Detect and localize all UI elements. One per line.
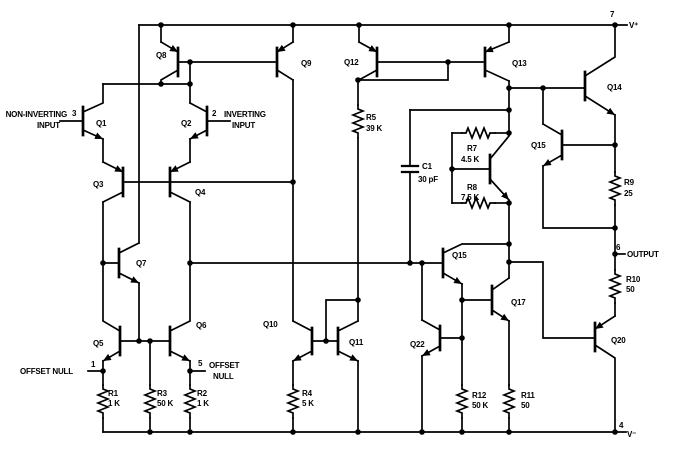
transistor-q4: Q4 [168,160,206,204]
q15-gain-stage-label: Q15 [452,251,467,260]
noninverting-input-label-line2: INPUT [37,121,60,130]
transistor-q11: Q11 [336,319,364,363]
r8-name: R8 [467,183,478,192]
transistor-q15-current-limit: Q15 [531,122,564,168]
transistor-q15-gain-stage: Q15 [441,243,510,286]
r5-value: 39 K [366,124,383,133]
r3-value: 50 K [157,399,174,408]
pin-5: 5 [198,359,203,368]
transistor-q8: Q8 [156,24,180,85]
r1-value: 1 K [108,399,120,408]
transistor-q5: Q5 [93,319,122,363]
q10-label: Q10 [263,320,278,329]
output-label: OUTPUT [627,250,659,259]
pin-6: 6 [616,243,621,252]
r12-value: 50 K [472,401,489,410]
q17-label: Q17 [511,298,526,307]
q13-label: Q13 [512,59,527,68]
q9-label: Q9 [301,59,312,68]
r11-name: R11 [521,391,535,400]
r3-name: R3 [157,389,168,398]
r2-value: 1 K [197,399,209,408]
resistor-r1: R1 1 K [97,384,120,419]
q2-label: Q2 [181,119,192,128]
transistor-q17: Q17 [490,276,526,323]
q6-label: Q6 [196,321,207,330]
resistor-r11: R11 50 [503,384,536,419]
r12-name: R12 [472,391,487,400]
r4-value: 5 K [302,399,314,408]
resistor-r5: R5 39 K [352,104,383,139]
pin-labels: NON-INVERTING INPUT 3 2 INVERTING INPUT … [6,10,660,439]
offset-null-5-label-line2: NULL [213,372,234,381]
pin-1: 1 [91,360,96,369]
resistor-r10: R10 50 [609,269,641,304]
r8-value: 7.5 K [461,193,480,202]
pin-4: 4 [619,421,624,430]
junction-dots [100,22,618,435]
r1-name: R1 [108,389,119,398]
transistor-q2: Q2 [181,101,209,163]
resistor-r4: R4 5 K [287,384,314,419]
c1-name: C1 [422,162,433,171]
vminus-label: V⁻ [627,430,636,439]
pin-3: 3 [72,109,77,118]
q11-label: Q11 [349,338,364,347]
transistor-q6: Q6 [168,319,207,363]
q22-label: Q22 [410,340,425,349]
transistor-q10: Q10 [263,319,314,363]
q1-label: Q1 [96,119,107,128]
r7-name: R7 [467,144,478,153]
r10-name: R10 [626,275,641,284]
r7-value: 4.5 K [461,155,480,164]
q5-label: Q5 [93,339,104,348]
q3-label: Q3 [93,180,104,189]
transistor-q14: Q14 [583,24,622,117]
offset-null-1-label: OFFSET NULL [20,367,73,376]
offset-null-5-label-line1: OFFSET [209,361,240,370]
inverting-input-label-line2: INPUT [232,121,255,130]
r2-name: R2 [197,389,208,398]
vplus-label: V⁺ [629,21,638,30]
q7-label: Q7 [136,259,147,268]
resistor-r8: R8 7.5 K [461,183,496,209]
transistor-q12: Q12 [344,24,379,82]
r9-value: 25 [624,189,633,198]
q14-label: Q14 [607,83,622,92]
transistor-q7: Q7 [102,241,147,285]
r11-value: 50 [521,401,530,410]
transistor-q9: Q9 [275,24,312,82]
r5-name: R5 [366,113,377,122]
r10-value: 50 [626,285,635,294]
c1-value: 30 pF [418,175,438,184]
pin-7: 7 [610,10,615,19]
q12-label: Q12 [344,58,359,67]
transistor-q22: Q22 [410,318,442,358]
transistor-vbe-multiplier [451,134,511,202]
transistor-q13: Q13 [483,24,527,83]
noninverting-input-label-line1: NON-INVERTING [6,110,67,119]
resistor-r7: R7 4.5 K [461,127,496,164]
q15-current-limit-label: Q15 [531,141,546,150]
resistor-r2: R2 1 K [184,384,209,419]
q8-label: Q8 [156,51,167,60]
resistor-r9: R9 25 [609,171,635,206]
r9-name: R9 [624,178,635,187]
pin-2: 2 [212,109,217,118]
inverting-input-label-line1: INVERTING [224,110,266,119]
transistor-q3: Q3 [93,160,125,204]
resistor-r12: R12 50 K [456,384,489,419]
transistor-q20: Q20 [593,314,626,433]
r4-name: R4 [302,389,313,398]
q20-label: Q20 [611,336,626,345]
resistor-r3: R3 50 K [144,384,174,419]
capacitor-c1: C1 30 pF [400,162,438,184]
q4-label: Q4 [195,188,206,197]
transistor-q1: Q1 [81,83,107,163]
